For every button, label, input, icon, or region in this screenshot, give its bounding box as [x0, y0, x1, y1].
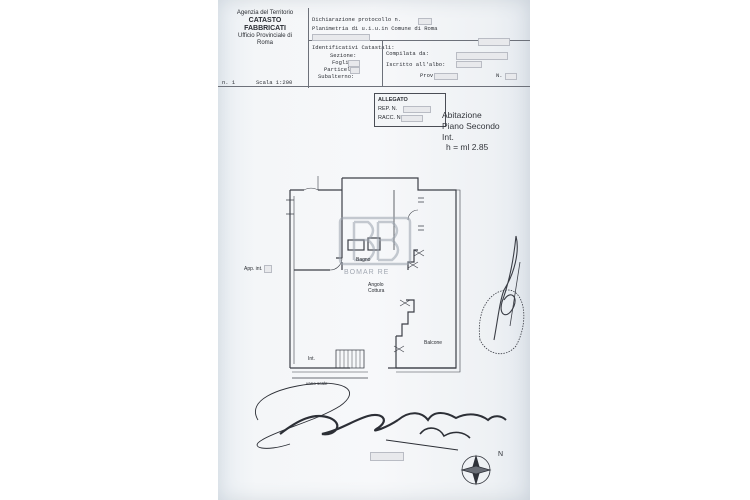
dichiarazione-label: Dichiarazione protocollo n.	[312, 16, 402, 23]
redacted-prov	[434, 73, 458, 80]
agency-name: Agenzia del Territorio	[236, 10, 294, 16]
prov-label: Prov.	[420, 72, 437, 79]
label-bagno: Bagno	[356, 257, 371, 263]
cadastral-plan-sheet: Agenzia del Territorio CATASTO FABBRICAT…	[218, 0, 530, 500]
allegato-label: ALLEGATO	[378, 97, 408, 103]
redacted-foglio	[348, 60, 360, 67]
unit-floor: Piano Secondo	[442, 121, 500, 131]
label-vano-scale: vano scale	[306, 381, 328, 386]
label-angolo: Angolo	[368, 282, 384, 288]
header-bottom-line	[218, 86, 530, 87]
rep-label: REP. N.	[378, 106, 398, 112]
redacted-address-2	[478, 38, 510, 46]
agency-header: Agenzia del Territorio CATASTO FABBRICAT…	[230, 10, 300, 47]
header-divider-2	[382, 40, 383, 86]
redacted-protocol	[418, 18, 432, 25]
foglio-label: Foglio:	[332, 59, 356, 66]
watermark-text: BOMAR RE	[344, 269, 390, 276]
label-cottura: Cottura	[368, 288, 385, 294]
compass-rose	[460, 454, 492, 486]
particella-label: Particella:	[324, 66, 361, 73]
compilata-label: Compilata da:	[386, 50, 429, 57]
scale-label: Scala 1:200	[256, 79, 293, 86]
office-city: Roma	[256, 40, 273, 46]
redacted-signature-name	[370, 452, 404, 461]
unit-int: Int.	[442, 132, 454, 142]
allegato-stamp: ALLEGATO REP. N. RACC. N.	[374, 93, 446, 127]
header-divider	[308, 8, 309, 88]
racc-label: RACC. N.	[378, 115, 403, 121]
label-int: Int.	[308, 356, 315, 362]
redacted-address	[312, 34, 370, 41]
redacted-racc	[401, 115, 423, 122]
scheda-number: n. 1	[222, 79, 236, 86]
unit-height: h = ml 2.85	[446, 142, 489, 152]
catasto-title: CATASTO FABBRICATI	[244, 17, 286, 32]
redacted-rep	[403, 106, 431, 113]
redacted-iscritto	[456, 61, 482, 68]
unit-title: Abitazione	[442, 110, 482, 120]
redacted-n	[505, 73, 517, 80]
identificativi-label: Identificativi Catastali:	[312, 44, 395, 51]
subalterno-label: Subalterno:	[318, 73, 355, 80]
redacted-compilata	[456, 52, 508, 60]
n-label: N.	[496, 72, 503, 79]
redacted-app	[264, 265, 272, 273]
redacted-particella	[350, 67, 360, 74]
label-app: App. int.	[244, 266, 263, 272]
compass-north: N	[498, 451, 504, 458]
floor-plan	[255, 176, 525, 486]
watermark-logo	[338, 216, 412, 266]
sezione-label: Sezione:	[330, 52, 357, 59]
label-balcone: Balcone	[424, 340, 443, 346]
iscritto-label: Iscritto all'albo:	[386, 61, 446, 68]
planimetria-label: Planimetria di u.i.u.in Comune di Roma	[312, 25, 438, 32]
header-mid-line	[308, 40, 530, 41]
office-name: Ufficio Provinciale di	[238, 33, 292, 39]
